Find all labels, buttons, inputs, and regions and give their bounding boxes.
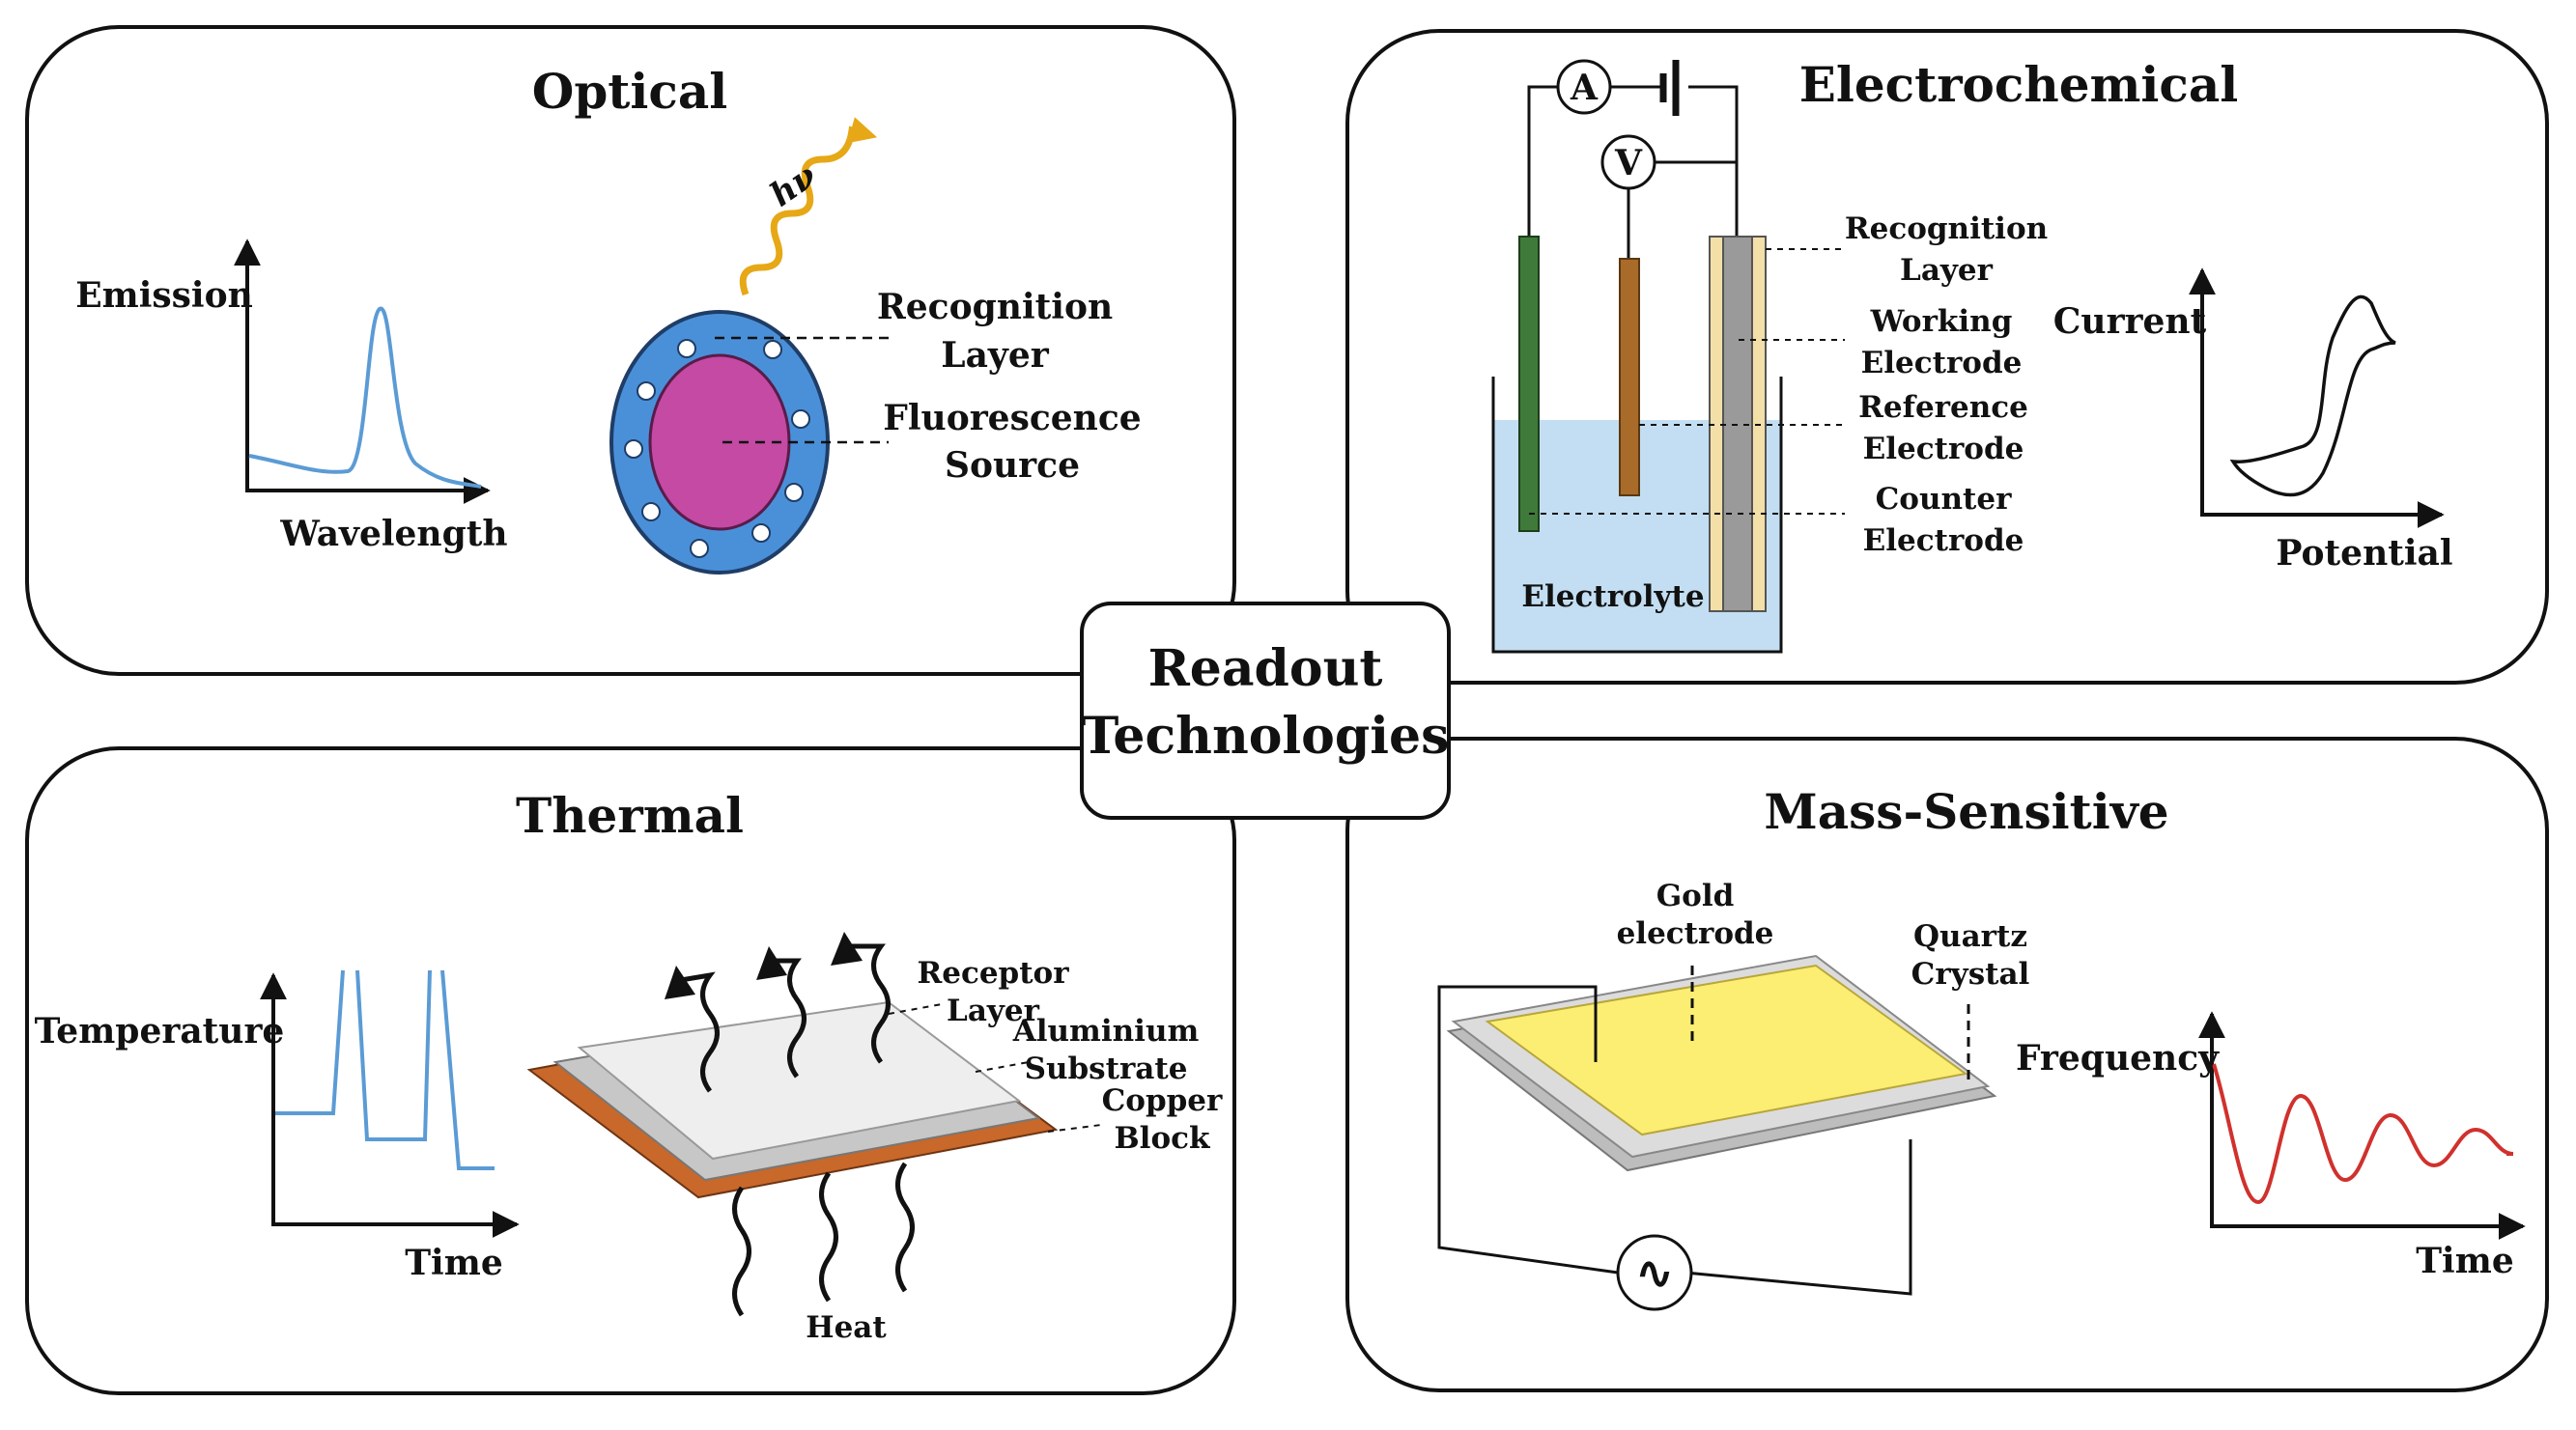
- thermal-label-receptor-1: Receptor: [917, 956, 1069, 991]
- mass-sensitive-title: Mass-Sensitive: [1764, 783, 2168, 840]
- circuit-wire-top: [1527, 85, 1739, 237]
- electrolyte-label: Electrolyte: [1521, 579, 1704, 614]
- thermal-label-copper-1: Copper: [1102, 1083, 1223, 1118]
- mass-label-quartz-2: Crystal: [1911, 957, 2030, 992]
- center-box: [1080, 602, 1451, 820]
- optical-label-recognition-1: Recognition: [877, 287, 1113, 327]
- thermal-title: Thermal: [516, 787, 744, 844]
- electrochem-leaders: [1529, 248, 1845, 515]
- heat-label: Heat: [806, 1310, 887, 1345]
- up-arrow-heads: [665, 932, 863, 999]
- reference-electrode: [1619, 258, 1640, 496]
- ac-source: [1616, 1234, 1693, 1311]
- optical-label-fluorescence-2: Source: [945, 445, 1080, 486]
- thermal-x-label: Time: [405, 1243, 502, 1283]
- electrochemical-title: Electrochemical: [1799, 56, 2239, 113]
- thermal-label-aluminium-1: Aluminium: [1012, 1014, 1200, 1049]
- gold-electrode: [1485, 964, 1968, 1136]
- ammeter: [1556, 59, 1612, 115]
- mass-sensitive-panel: [1345, 737, 2549, 1392]
- mass-label-gold-1: Gold: [1656, 879, 1735, 913]
- cv-y-label: Current: [2053, 301, 2207, 342]
- thermal-label-aluminium-2: Substrate: [1025, 1051, 1188, 1086]
- photon-label: hν: [763, 156, 824, 215]
- freq-x-label: Time: [2416, 1241, 2513, 1281]
- optical-x-label: Wavelength: [279, 514, 507, 554]
- counter-electrode: [1518, 236, 1540, 532]
- mass-label-gold-2: electrode: [1617, 916, 1774, 951]
- receptor-layer: [577, 1000, 1022, 1161]
- freq-y-label: Frequency: [2016, 1038, 2220, 1079]
- ec-label-counter-2: Electrode: [1863, 523, 2024, 558]
- ec-label-recognition-2: Layer: [1900, 253, 1994, 288]
- receptor-dots: [624, 339, 810, 558]
- cv-curve: [2229, 294, 2396, 497]
- ac-source-symbol: ∿: [1636, 1247, 1674, 1299]
- thermal-y-label: Temperature: [35, 1011, 285, 1051]
- beaker: [1491, 377, 1783, 654]
- optical-panel: [25, 25, 1236, 676]
- fluorescence-core: [648, 353, 791, 531]
- ec-label-counter-1: Counter: [1876, 482, 2012, 517]
- mass-label-quartz-1: Quartz: [1913, 919, 2027, 954]
- cv-x-label: Potential: [2276, 533, 2452, 574]
- photon-wave: [739, 117, 878, 296]
- optical-y-label: Emission: [75, 275, 253, 316]
- thermal-panel: [25, 746, 1236, 1395]
- thermal-label-copper-2: Block: [1114, 1121, 1211, 1156]
- electrochemical-panel: [1345, 29, 2549, 685]
- ec-label-working-1: Working: [1870, 304, 2013, 339]
- thermal-label-receptor-2: Layer: [947, 994, 1040, 1028]
- ec-label-reference-2: Electrode: [1863, 432, 2024, 466]
- temperature-curve: [275, 969, 495, 1170]
- heat-waves: [732, 1162, 915, 1317]
- ammeter-label: A: [1570, 68, 1599, 108]
- optical-title: Optical: [532, 63, 727, 120]
- center-title-line1: Readout: [1148, 639, 1383, 698]
- voltmeter: [1600, 134, 1656, 190]
- ec-label-working-2: Electrode: [1861, 346, 2023, 380]
- voltmeter-label: V: [1614, 143, 1643, 183]
- frequency-curve: [2212, 1063, 2514, 1205]
- upward-heat-waves: [680, 943, 891, 1093]
- optical-label-fluorescence-1: Fluorescence: [883, 398, 1141, 438]
- center-title-line2: Technologies: [1082, 707, 1450, 766]
- ec-label-recognition-1: Recognition: [1845, 211, 2048, 246]
- thermal-leaders: [888, 1003, 1102, 1133]
- optical-label-recognition-2: Layer: [941, 335, 1049, 376]
- mass-circuit: [1437, 985, 1912, 1296]
- ec-label-reference-1: Reference: [1858, 390, 2028, 425]
- emission-curve: [248, 306, 482, 489]
